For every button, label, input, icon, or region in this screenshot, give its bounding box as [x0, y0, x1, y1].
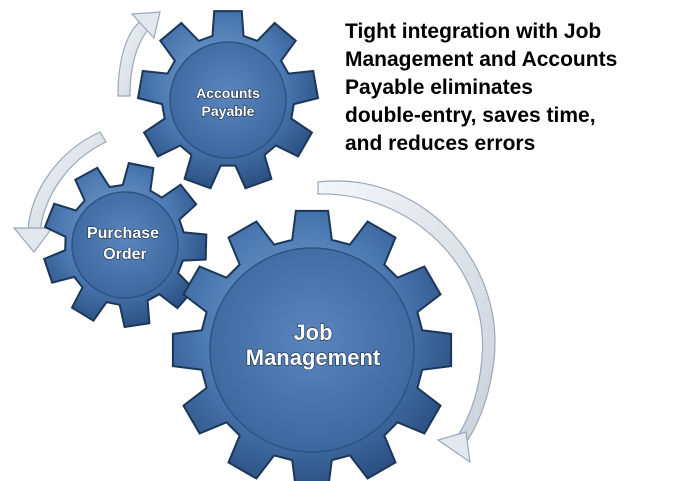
gear-hub [209, 247, 415, 453]
headline-line: Tight integration with Job [345, 20, 602, 43]
headline-line: Management and Accounts [345, 48, 618, 71]
gear-hub [71, 191, 179, 299]
gear-job-management [171, 209, 453, 481]
gear-accounts-payable [136, 10, 320, 190]
arrow-head-icon [130, 11, 161, 40]
gear-purchase-order [42, 161, 208, 329]
arrow-head-icon [12, 227, 54, 253]
accounts-payable-label-line1: Accounts [196, 85, 260, 101]
headline-line: double-entry, saves time, [345, 104, 596, 127]
job-management-label-line1: Job [293, 320, 332, 345]
purchase-order-label-line2: Order [103, 246, 147, 263]
purchase-order-label-line1: Purchase [87, 225, 159, 242]
gear-hub [169, 41, 287, 159]
accounts-payable-label-line2: Payable [202, 103, 255, 119]
headline-line: Payable eliminates [345, 76, 533, 99]
headline-line: and reduces errors [345, 132, 536, 155]
headline-text: Tight integration with Job Management an… [345, 18, 665, 158]
arrow-head-icon [436, 431, 471, 464]
job-management-label-line2: Management [246, 345, 381, 370]
